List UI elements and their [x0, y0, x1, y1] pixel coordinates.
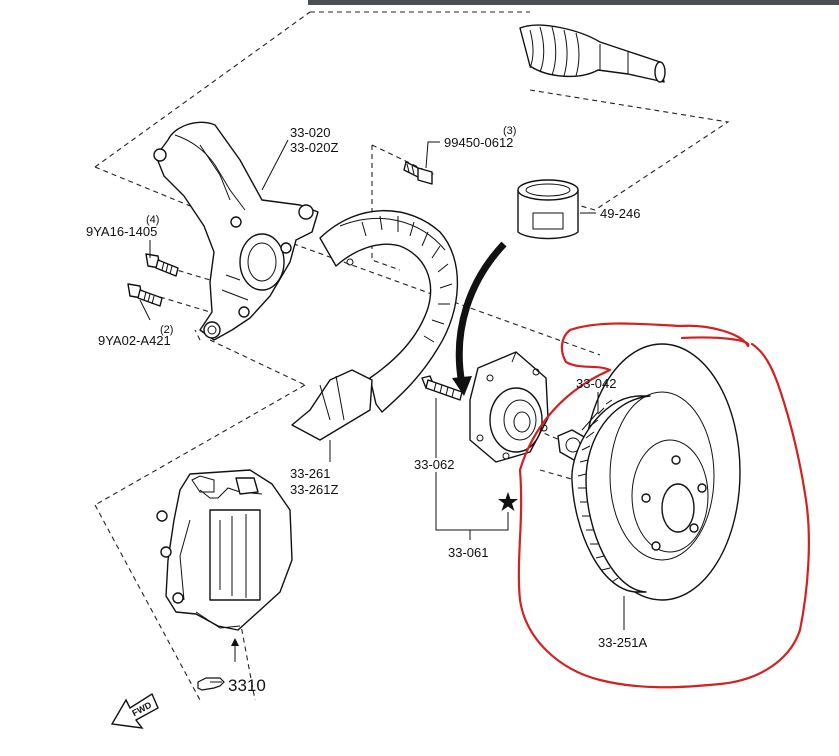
label-bolt-top: 99450-0612: [444, 135, 513, 150]
steering-knuckle: [153, 121, 319, 341]
rotor-highlight-outline: [517, 322, 810, 689]
label-bearing: 49-246: [600, 206, 640, 221]
pointing-hand-icon: [197, 677, 225, 691]
label-stud: 33-062: [414, 457, 454, 472]
insertion-arrow: [452, 241, 507, 396]
wheel-bearing: [517, 179, 579, 240]
label-bolt-a: 9YA16-1405: [86, 224, 157, 239]
label-shield-1: 33-261: [290, 466, 330, 481]
knuckle-bolt-b: [127, 283, 163, 307]
label-bolt-top-qty: (3): [503, 125, 516, 137]
label-nut: 33-042: [576, 376, 616, 391]
knuckle-bolt-a: [145, 253, 179, 277]
brake-rotor: [571, 343, 741, 601]
dust-shield: [291, 210, 459, 441]
label-hub-assy: 33-061: [448, 545, 488, 560]
label-bolt-a-qty: (4): [146, 214, 159, 226]
star-icon: [498, 492, 518, 511]
wheel-hub: [469, 351, 549, 463]
label-bolt-b: 9YA02-A421: [98, 333, 171, 348]
wheel-stud: [421, 375, 463, 401]
knuckle-bolt-top: [403, 161, 433, 185]
top-bar: [308, 0, 839, 5]
label-bolt-b-qty: (2): [160, 324, 173, 336]
caliper-arrow-icon: [231, 638, 239, 646]
driveshaft-cv-joint: [519, 24, 666, 83]
label-knuckle-1: 33-020: [290, 125, 330, 140]
label-knuckle-2: 33-020Z: [290, 140, 338, 155]
fwd-arrow-icon: FWD: [110, 692, 159, 729]
brake-caliper: [156, 469, 293, 631]
label-shield-2: 33-261Z: [290, 482, 338, 497]
label-caliper-ref: 3310: [228, 676, 266, 695]
label-rotor: 33-251A: [598, 635, 647, 650]
leader-lines: [139, 139, 625, 662]
